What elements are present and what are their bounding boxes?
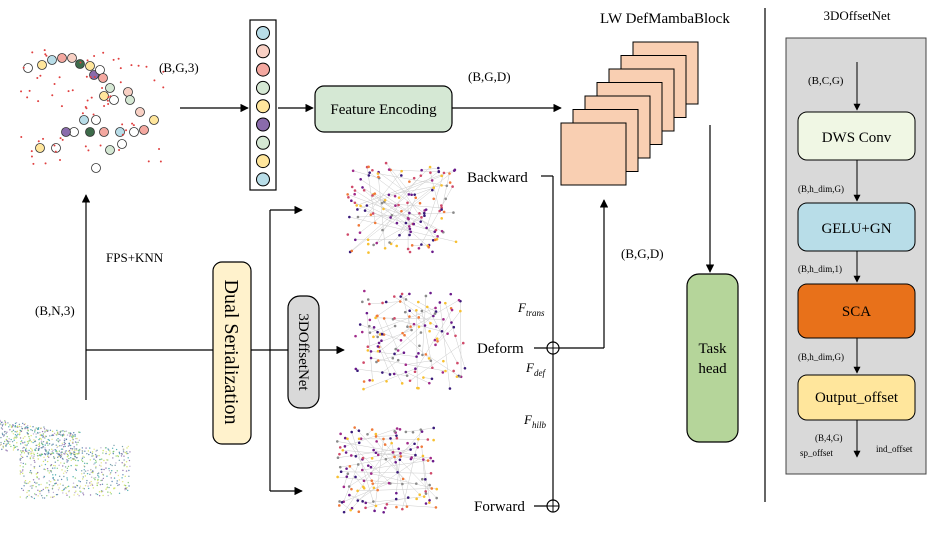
ind-offset-label: ind_offset (876, 444, 913, 454)
token-7 (256, 135, 270, 150)
feature-encoding-box (314, 85, 453, 133)
forward-label: Forward (474, 499, 525, 515)
gelu-gn-label: GELU+GN (821, 221, 891, 237)
sampled-point-cloud (20, 49, 165, 173)
output-offset-label: Output_offset (815, 390, 899, 406)
token-8 (256, 154, 270, 169)
defmamba-layer-1 (560, 122, 627, 186)
offsetnet-panel-title: 3DOffsetNet (824, 8, 891, 23)
token-2 (256, 44, 270, 59)
fps-knn-label: FPS+KNN (106, 250, 164, 265)
offsetnet-input-shape: (B,C,G) (808, 75, 844, 87)
backward-label: Backward (467, 170, 528, 186)
token-list (256, 26, 270, 187)
dual-serialization-box (212, 261, 252, 445)
feature-encoding-label: Feature Encoding (330, 102, 437, 118)
f-hilb-label: Fhilb (523, 412, 546, 430)
dual-serialization-label: Dual Serialization (220, 280, 242, 425)
deform-serialized-points (354, 289, 467, 391)
shape-output: (B,4,G) (815, 433, 843, 443)
offsetnet-pill (287, 295, 320, 409)
deform-label: Deform (477, 341, 524, 357)
shape-after-dws: (B,h_dim,G) (798, 184, 844, 194)
shape-bgd-mid: (B,G,D) (621, 246, 664, 261)
shape-after-sca: (B,h_dim,G) (798, 352, 844, 362)
forward-serialized-points (335, 426, 439, 514)
f-trans-label: Ftrans (517, 300, 545, 318)
input-point-cloud (0, 419, 131, 500)
token-5 (256, 99, 270, 114)
sp-offset-label: sp_offset (800, 448, 833, 458)
shape-bgd-top: (B,G,D) (468, 69, 511, 84)
shape-bg3: (B,G,3) (159, 60, 199, 75)
token-1 (256, 26, 270, 40)
block-title: LW DefMambaBlock (600, 11, 730, 27)
token-9 (256, 172, 270, 187)
backward-serialized-points (346, 161, 458, 254)
shape-bn3: (B,N,3) (35, 303, 75, 318)
token-4 (256, 80, 270, 95)
task-head-box (686, 273, 739, 443)
shape-after-gelu: (B,h_dim,1) (798, 264, 842, 274)
token-3 (256, 62, 270, 77)
task-head-line2: head (698, 361, 727, 377)
offsetnet-pill-label: 3DOffsetNet (295, 313, 311, 391)
defmamba-block-stack (560, 41, 699, 186)
sca-label: SCA (842, 304, 871, 320)
f-def-label: Fdef (525, 360, 546, 378)
token-6 (256, 117, 270, 132)
task-head-line1: Task (698, 341, 727, 357)
dws-conv-label: DWS Conv (822, 130, 892, 146)
